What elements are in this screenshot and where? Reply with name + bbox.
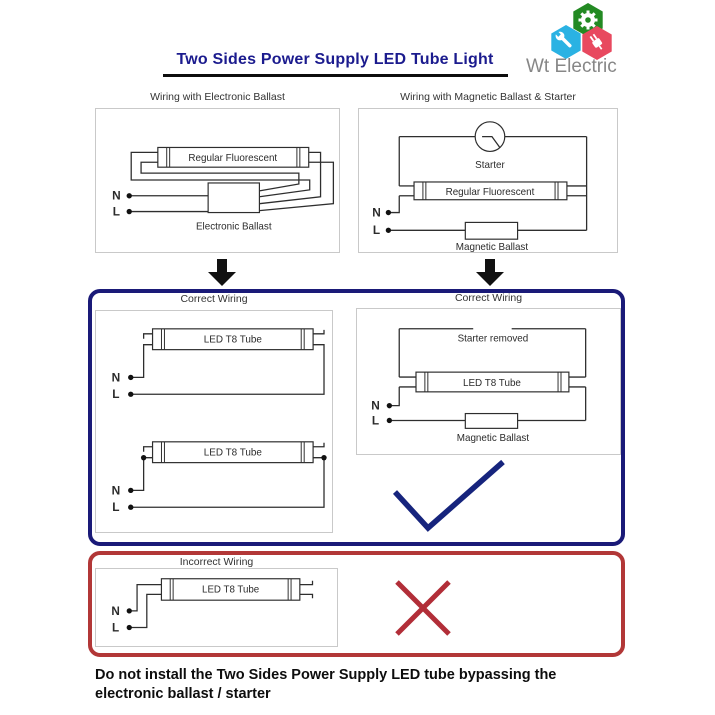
terminal-n-dot bbox=[385, 209, 392, 216]
panel-correct-left: LED T8 Tube N L LED T8 Tube bbox=[95, 310, 333, 533]
terminal-n-dot bbox=[126, 608, 132, 614]
led-tube-1: LED T8 Tube bbox=[151, 328, 314, 351]
gear-icon bbox=[578, 10, 598, 30]
footer-warning: Do not install the Two Sides Power Suppl… bbox=[95, 666, 647, 704]
footer-warning-line1: Do not install the Two Sides Power Suppl… bbox=[95, 667, 557, 683]
panel-incorrect: LED T8 Tube N L bbox=[95, 568, 338, 647]
title-underline bbox=[163, 74, 508, 77]
terminal-l-dot bbox=[126, 208, 132, 215]
junction-dot bbox=[321, 454, 327, 461]
terminal-l-label: L bbox=[112, 621, 119, 634]
logo-hex-pink bbox=[582, 26, 612, 60]
starter-label: Starter bbox=[475, 160, 505, 171]
correct-section-box bbox=[88, 289, 625, 546]
panel-title-correct-right: Correct Wiring bbox=[454, 292, 523, 304]
panel-correct-right: Starter removed LED T8 Tube Magnetic Bal… bbox=[356, 308, 621, 455]
terminal-l-label: L bbox=[113, 205, 120, 219]
starter-removed-note: Starter removed bbox=[458, 334, 529, 345]
ballast-label: Electronic Ballast bbox=[196, 221, 272, 232]
junction-dot bbox=[140, 454, 147, 461]
ballast-label: Magnetic Ballast bbox=[456, 242, 529, 252]
fluorescent-tube: Regular Fluorescent bbox=[413, 181, 568, 201]
terminal-n-label: N bbox=[372, 205, 381, 219]
terminal-l-dot bbox=[386, 417, 393, 424]
magnetic-ballast-box: Magnetic Ballast bbox=[457, 412, 530, 444]
tube-label: LED T8 Tube bbox=[204, 335, 263, 346]
electronic-ballast-box: Electronic Ballast bbox=[196, 182, 272, 232]
terminal-n-label: N bbox=[112, 189, 121, 203]
tube-label: LED T8 Tube bbox=[463, 378, 521, 389]
panel-title-electronic-ballast: Wiring with Electronic Ballast bbox=[150, 91, 285, 103]
incorrect-section-box bbox=[88, 551, 625, 657]
footer-warning-line2: electronic ballast / starter bbox=[95, 686, 271, 702]
terminal-n-dot bbox=[128, 374, 134, 381]
terminal-l-label: L bbox=[373, 223, 380, 237]
led-tube: LED T8 Tube bbox=[160, 578, 301, 601]
down-arrow-icon bbox=[208, 259, 236, 286]
starter-icon: Starter bbox=[474, 121, 505, 171]
terminal-n-label: N bbox=[371, 399, 380, 413]
wiring-diagram-electronic-ballast: Regular Fluorescent Electronic Ballast N… bbox=[112, 146, 335, 232]
logo-hex-green bbox=[573, 3, 603, 37]
logo-hex-blue bbox=[551, 25, 581, 59]
page-title: Two Sides Power Supply LED Tube Light bbox=[176, 51, 494, 68]
cross-icon bbox=[395, 580, 451, 636]
wiring-diagram-correct-left: LED T8 Tube N L LED T8 Tube bbox=[112, 328, 327, 514]
terminal-l-label: L bbox=[372, 413, 379, 427]
fluorescent-tube: Regular Fluorescent bbox=[157, 146, 310, 168]
led-tube: LED T8 Tube bbox=[415, 371, 570, 393]
checkmark-icon bbox=[392, 459, 505, 532]
panel-title-magnetic-ballast: Wiring with Magnetic Ballast & Starter bbox=[400, 91, 576, 103]
terminal-l-label: L bbox=[112, 500, 119, 514]
panel-title-correct-left: Correct Wiring bbox=[180, 293, 248, 305]
tube-label: LED T8 Tube bbox=[204, 448, 263, 459]
wrench-icon bbox=[554, 30, 572, 48]
terminal-n-label: N bbox=[111, 605, 119, 618]
plug-icon bbox=[589, 33, 603, 50]
led-tube-2: LED T8 Tube bbox=[151, 441, 314, 464]
brand-logo bbox=[551, 3, 612, 60]
terminal-n-label: N bbox=[112, 483, 121, 497]
tube-label: Regular Fluorescent bbox=[188, 153, 277, 164]
terminal-l-dot bbox=[128, 391, 134, 397]
down-arrow-icon bbox=[476, 259, 504, 286]
tube-label: LED T8 Tube bbox=[202, 584, 259, 595]
tube-label: Regular Fluorescent bbox=[446, 187, 535, 198]
wiring-diagram-incorrect: LED T8 Tube N L bbox=[111, 578, 314, 634]
terminal-l-dot bbox=[128, 504, 134, 510]
terminal-n-dot bbox=[128, 487, 134, 494]
terminal-n-dot bbox=[386, 403, 393, 409]
panel-title-incorrect: Incorrect Wiring bbox=[179, 556, 254, 568]
terminal-n-label: N bbox=[112, 370, 121, 384]
terminal-l-dot bbox=[126, 624, 132, 631]
ballast-label: Magnetic Ballast bbox=[457, 433, 530, 444]
terminal-l-label: L bbox=[112, 387, 119, 401]
panel-magnetic-ballast: Starter Regular Fluorescent Magnetic Bal… bbox=[358, 108, 618, 253]
terminal-l-dot bbox=[385, 227, 392, 233]
wiring-diagram-magnetic-ballast: Starter Regular Fluorescent Magnetic Bal… bbox=[372, 121, 588, 252]
magnetic-ballast-box: Magnetic Ballast bbox=[456, 221, 529, 252]
brand-name: Wt Electric bbox=[526, 56, 617, 77]
panel-electronic-ballast: Regular Fluorescent Electronic Ballast N… bbox=[95, 108, 340, 253]
terminal-n-dot bbox=[126, 193, 132, 199]
wiring-diagram-correct-right: Starter removed LED T8 Tube Magnetic Bal… bbox=[371, 328, 587, 444]
